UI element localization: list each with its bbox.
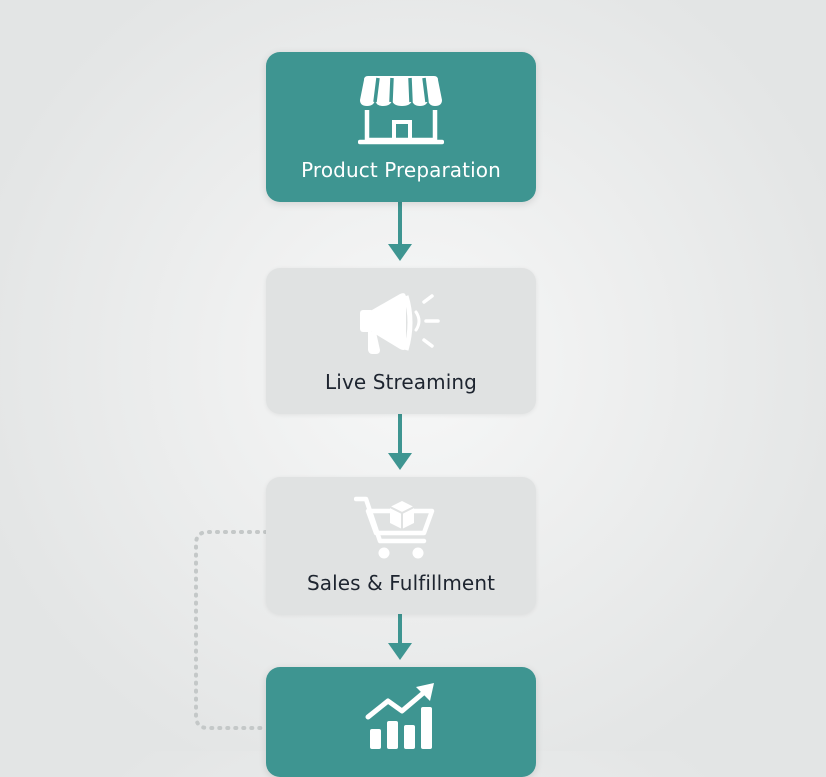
step-growth <box>266 667 536 777</box>
step-label: Product Preparation <box>301 158 501 182</box>
arrow-preparation-to-streaming <box>388 202 412 261</box>
step-label: Live Streaming <box>325 370 477 394</box>
step-sales-fulfillment: Sales & Fulfillment <box>266 477 536 614</box>
dotted-feedback-loop <box>194 530 268 730</box>
arrow-streaming-to-sales <box>388 414 412 470</box>
storefront-icon <box>358 76 444 145</box>
step-label: Sales & Fulfillment <box>306 571 496 595</box>
step-product-preparation: Product Preparation <box>266 52 536 202</box>
arrow-sales-to-growth <box>388 614 412 660</box>
flow-connectors <box>194 202 412 730</box>
step-live-streaming: Live Streaming <box>266 268 536 414</box>
growth-chart-icon <box>365 683 434 749</box>
shopping-cart-icon <box>354 496 435 559</box>
megaphone-icon <box>360 293 440 354</box>
